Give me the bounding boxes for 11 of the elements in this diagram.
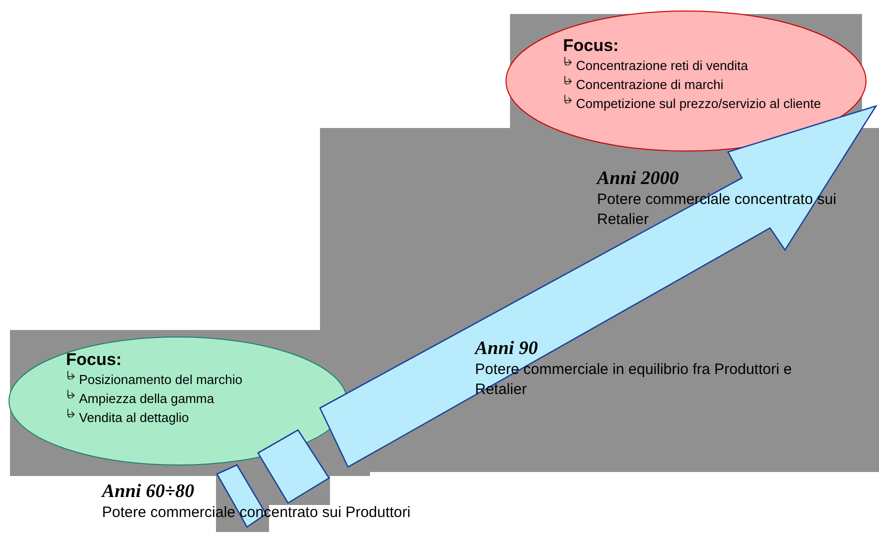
focus-item: Ampiezza della gamma [79,390,214,408]
period-heading: Anni 60÷80 [102,481,196,503]
period-heading: Anni 90 [475,338,539,360]
focus-item: Posizionamento del marchio [79,371,242,389]
focus-heading: Focus: [563,36,620,56]
focus-item: Concentrazione reti di vendita [576,57,748,75]
focus-heading: Focus: [66,350,123,370]
focus-item: Vendita al dettaglio [79,409,189,427]
focus-item: Competizione sul prezzo/servizio al cliente [576,95,821,113]
period-heading: Anni 2000 [597,168,680,190]
focus-item: Concentrazione di marchi [576,76,724,94]
